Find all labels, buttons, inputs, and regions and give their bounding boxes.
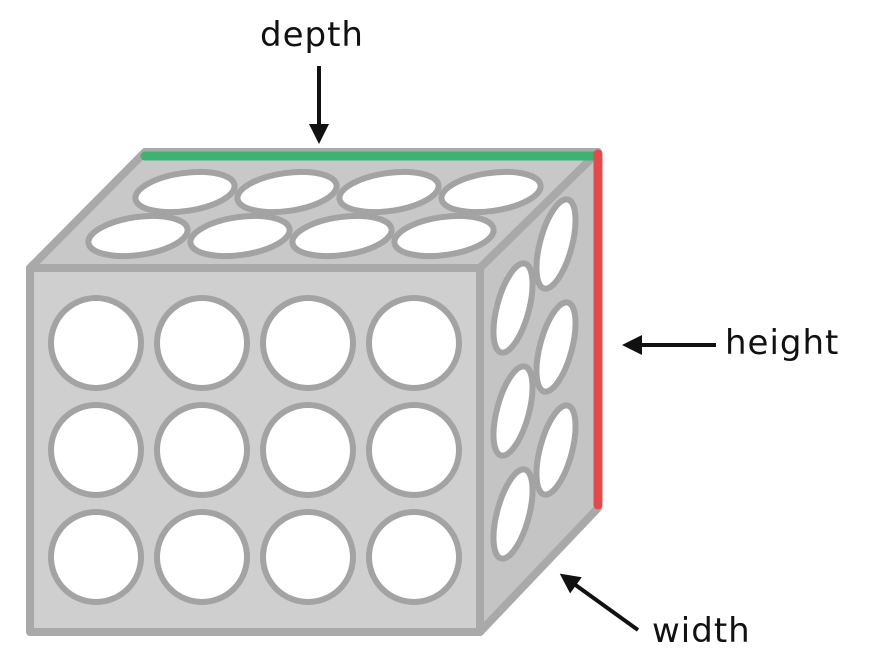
top-circle — [85, 212, 191, 260]
width-arrow — [559, 573, 640, 632]
front-circle — [366, 402, 462, 498]
front-circle — [260, 509, 356, 605]
top-circle — [336, 168, 442, 216]
top-face-circles — [85, 168, 544, 260]
top-circle — [187, 212, 293, 260]
top-circle — [132, 168, 238, 216]
front-circle — [154, 509, 250, 605]
side-face-circles — [490, 196, 579, 562]
front-circle — [48, 509, 144, 605]
width-label: width — [652, 611, 751, 651]
front-circle — [48, 402, 144, 498]
side-circle — [533, 196, 579, 292]
top-circle — [438, 168, 544, 216]
front-circle — [154, 402, 250, 498]
front-circle — [154, 295, 250, 391]
side-circle — [490, 260, 536, 356]
depth-label: depth — [260, 15, 364, 55]
top-circle — [391, 212, 497, 260]
side-circle — [490, 466, 536, 562]
front-circle — [366, 509, 462, 605]
side-circle — [490, 363, 536, 459]
side-circle — [533, 299, 579, 395]
top-circle — [289, 212, 395, 260]
front-face-circles — [48, 295, 462, 605]
height-label: height — [725, 323, 840, 363]
front-circle — [366, 295, 462, 391]
front-circle — [260, 402, 356, 498]
top-circle — [234, 168, 340, 216]
front-circle — [260, 295, 356, 391]
side-circle — [533, 402, 579, 498]
front-circle — [48, 295, 144, 391]
